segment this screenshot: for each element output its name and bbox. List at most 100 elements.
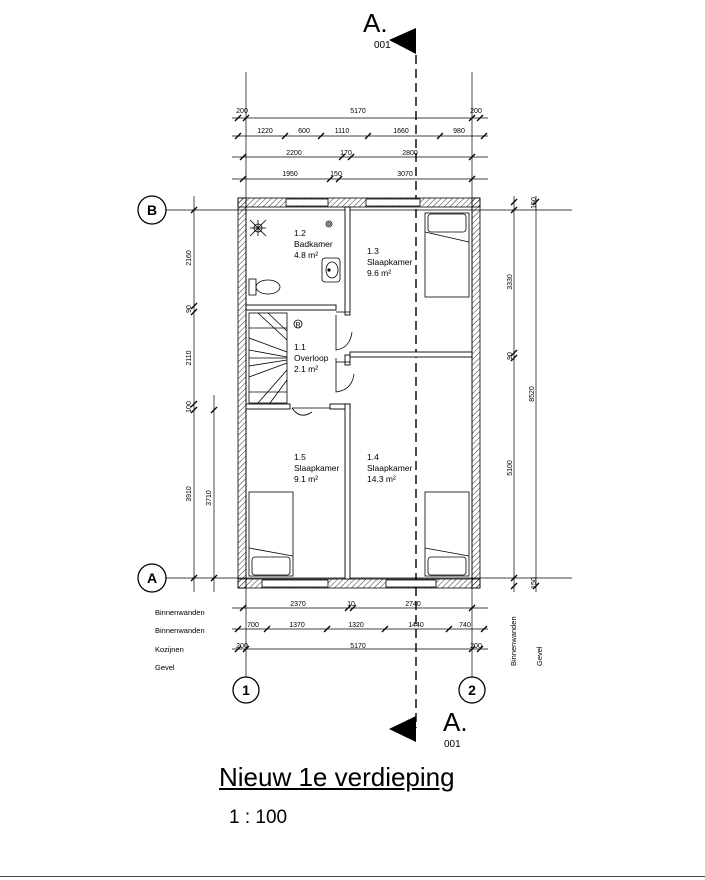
- legend-col-1: Binnenwanden: [509, 616, 518, 666]
- dim-right-a: 150: [531, 197, 538, 209]
- dim-left-d: 100: [186, 401, 193, 413]
- bed-icon-1-5: [248, 491, 294, 577]
- room-area: 2.1 m²: [294, 364, 318, 374]
- dim-top-1-c: 200: [470, 108, 482, 115]
- dim-right-d: 5100: [507, 460, 514, 476]
- dim-left-e: 3910: [186, 486, 193, 502]
- dimension-lines-right: [510, 196, 540, 592]
- room-name: Slaapkamer: [294, 463, 340, 473]
- bed-icon-1-4: [424, 491, 470, 577]
- bathroom-fixtures: R: [248, 219, 341, 329]
- sink-icon: [321, 257, 341, 283]
- dimension-lines-top: [232, 114, 488, 183]
- room-number: 1.2: [294, 228, 306, 238]
- dim-left-b: 90: [186, 305, 193, 313]
- grid-label-2: 2: [468, 682, 476, 698]
- room-number: 1.5: [294, 452, 306, 462]
- dim-bottom-3-a: 200: [236, 643, 248, 650]
- stair: [248, 312, 288, 404]
- dim-top-1-a: 200: [236, 108, 248, 115]
- grid-bubble-a: A: [137, 563, 167, 593]
- grid-label-a: A: [147, 570, 157, 586]
- section-marker-bottom: [389, 716, 416, 742]
- section-line: A. 001 A. 001: [363, 8, 468, 750]
- room-area: 9.6 m²: [367, 268, 391, 278]
- registered-mark-icon: R: [293, 319, 303, 329]
- dim-top-3-c: 2800: [402, 150, 418, 157]
- legend-row-2: Binnenwanden: [155, 626, 205, 635]
- grid-bubble-1: 1: [232, 676, 260, 704]
- svg-text:R: R: [295, 322, 300, 329]
- room-area: 9.1 m²: [294, 474, 318, 484]
- room-1-1: 1.1 Overloop 2.1 m²: [294, 342, 329, 374]
- toilet-icon: [248, 278, 281, 296]
- grid-label-b: B: [147, 202, 157, 218]
- dim-top-1-b: 5170: [350, 108, 366, 115]
- grid-bubble-b: B: [137, 195, 167, 225]
- room-1-3: 1.3 Slaapkamer 9.6 m²: [367, 246, 413, 278]
- dim-bottom-2-d: 1440: [408, 622, 424, 629]
- grid-label-1: 1: [242, 682, 250, 698]
- dim-right-e: 150: [531, 577, 538, 589]
- dimension-lines-left: [190, 196, 218, 592]
- room-area: 4.8 m²: [294, 250, 318, 260]
- room-number: 1.1: [294, 342, 306, 352]
- dim-top-2-a: 1220: [257, 128, 273, 135]
- drain-center: [327, 222, 331, 226]
- dim-left-a: 2160: [186, 250, 193, 266]
- legend: Binnenwanden Binnenwanden Kozijnen Gevel…: [155, 608, 544, 672]
- drawing-scale: 1 : 100: [229, 807, 288, 828]
- dim-right-c: 90: [507, 352, 514, 360]
- dim-bottom-1-b: 10: [347, 601, 355, 608]
- room-name: Slaapkamer: [367, 463, 413, 473]
- legend-col-2: Gevel: [535, 646, 544, 666]
- section-number-bottom: 001: [444, 739, 461, 750]
- dim-top-4-a: 1950: [282, 171, 298, 178]
- dim-bottom-2-c: 1320: [348, 622, 364, 629]
- room-1-5: 1.5 Slaapkamer 9.1 m²: [294, 452, 340, 484]
- dim-right-b: 3330: [507, 274, 514, 290]
- doors: [291, 311, 355, 416]
- room-name: Overloop: [294, 353, 329, 363]
- dim-bottom-3-c: 200: [470, 643, 482, 650]
- section-label-bottom: A.: [443, 707, 468, 737]
- window-bottom-border: [0, 876, 705, 877]
- legend-row-4: Gevel: [155, 663, 175, 672]
- dim-bottom-2-a: 700: [247, 622, 259, 629]
- section-label-top: A.: [363, 8, 388, 38]
- beds: [248, 212, 470, 577]
- dim-bottom-2-e: 740: [459, 622, 471, 629]
- dim-top-3-b: 170: [340, 150, 352, 157]
- room-1-4: 1.4 Slaapkamer 14.3 m²: [367, 452, 413, 484]
- dim-bottom-2-b: 1370: [289, 622, 305, 629]
- dim-bottom-1-a: 2370: [290, 601, 306, 608]
- room-number: 1.4: [367, 452, 379, 462]
- dim-top-4-c: 3070: [397, 171, 413, 178]
- dim-top-2-b: 600: [298, 128, 310, 135]
- section-number-top: 001: [374, 40, 391, 51]
- dim-top-2-c: 1110: [335, 128, 350, 135]
- legend-row-1: Binnenwanden: [155, 608, 205, 617]
- legend-row-3: Kozijnen: [155, 645, 184, 654]
- dim-left-c: 2110: [186, 350, 193, 365]
- room-name: Badkamer: [294, 239, 333, 249]
- interior-walls: [245, 206, 473, 580]
- bed-icon-1-3: [424, 212, 470, 298]
- exterior-walls: [237, 197, 481, 589]
- drawing-title: Nieuw 1e verdieping: [219, 762, 455, 792]
- drain-icon: [325, 220, 333, 228]
- section-marker-top: [389, 28, 416, 54]
- room-number: 1.3: [367, 246, 379, 256]
- room-name: Slaapkamer: [367, 257, 413, 267]
- dim-top-2-d: 1660: [393, 128, 409, 135]
- dim-right-total: 8520: [529, 386, 536, 402]
- dim-bottom-1-c: 2740: [405, 601, 421, 608]
- shower-icon: [249, 219, 267, 237]
- dim-top-2-e: 980: [453, 128, 465, 135]
- room-1-2: 1.2 Badkamer 4.8 m²: [294, 228, 333, 260]
- dim-top-4-b: 150: [330, 171, 342, 178]
- grid-bubble-2: 2: [458, 676, 486, 704]
- dim-bottom-3-b: 5170: [350, 643, 366, 650]
- windows: [261, 198, 437, 588]
